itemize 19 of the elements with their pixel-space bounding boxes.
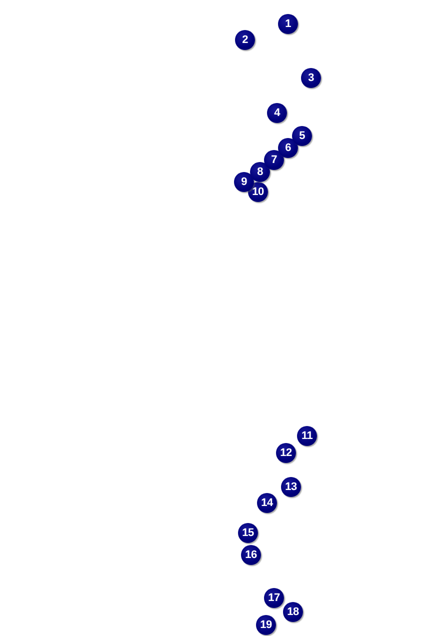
callout-number: 6 xyxy=(278,138,298,158)
callout-number: 13 xyxy=(281,477,301,497)
callout-number: 19 xyxy=(256,615,276,635)
callout-number: 15 xyxy=(238,523,258,543)
callout-number: 18 xyxy=(283,602,303,622)
callout-number: 3 xyxy=(301,68,321,88)
callout-number: 8 xyxy=(250,162,270,182)
callout-number: 4 xyxy=(267,103,287,123)
callout-number: 12 xyxy=(276,443,296,463)
callout-number: 14 xyxy=(257,493,277,513)
callout-number: 11 xyxy=(297,426,317,446)
callout-number: 7 xyxy=(264,150,284,170)
callout-number: 5 xyxy=(292,126,312,146)
callout-number: 1 xyxy=(278,14,298,34)
callout-number: 16 xyxy=(241,545,261,565)
callout-number: 17 xyxy=(264,588,284,608)
callout-number: 2 xyxy=(235,30,255,50)
callout-number: 9 xyxy=(234,172,254,192)
callout-number: 10 xyxy=(248,182,268,202)
